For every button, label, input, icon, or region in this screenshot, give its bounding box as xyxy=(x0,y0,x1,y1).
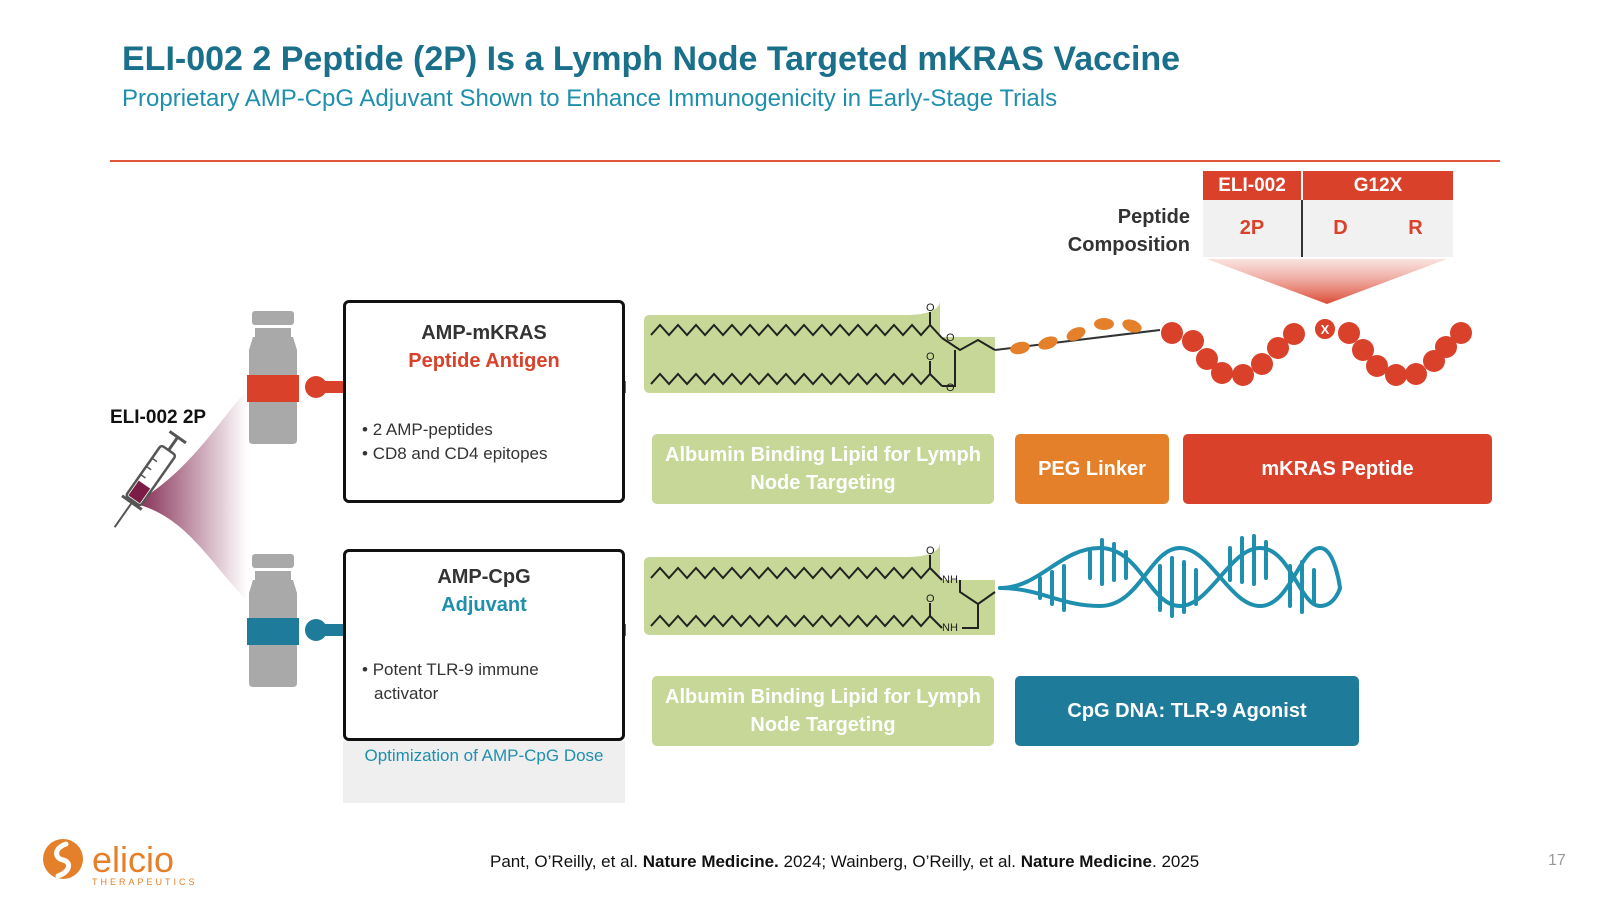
elicio-logo-text: elicio xyxy=(92,839,175,880)
mutation-site-marker xyxy=(1313,317,1337,341)
adjuvant-box: AMP-CpG Adjuvant • Potent TLR-9 immune a… xyxy=(343,549,625,741)
antigen-box-subtitle: Peptide Antigen xyxy=(408,350,560,372)
injection-spray xyxy=(140,390,247,600)
antigen-box: AMP-mKRAS Peptide Antigen • 2 AMP-peptid… xyxy=(343,300,625,503)
citation-journal2: Nature Medicine xyxy=(1020,852,1152,871)
composition-value-r: R xyxy=(1378,200,1453,257)
composition-body-divider xyxy=(1301,200,1303,257)
chem-o-top1: O xyxy=(926,302,935,314)
adjuvant-dose-note: Optimization of AMP-CpG Dose xyxy=(343,741,625,803)
citation: Pant, O’Reilly, et al. Nature Medicine. … xyxy=(490,852,1199,872)
cpg-dna-label: CpG DNA: TLR-9 Agonist xyxy=(1015,676,1359,746)
adjuvant-bullet-1-line1: • Potent TLR-9 immune xyxy=(362,660,539,679)
chem-o-bottom2: O xyxy=(946,382,955,394)
slide-title: ELI-002 2 Peptide (2P) Is a Lymph Node T… xyxy=(122,40,1181,78)
adjuvant-vial-icon xyxy=(247,554,299,687)
adjuvant-box-subtitle: Adjuvant xyxy=(441,594,527,616)
composition-label-line1: Peptide xyxy=(1117,206,1190,228)
peg-linker-label: PEG Linker xyxy=(1015,434,1169,504)
peg-linker-chain xyxy=(994,318,1161,355)
antigen-vial-icon xyxy=(247,311,299,444)
citation-part3: . 2025 xyxy=(1152,852,1200,871)
composition-header-eli002: ELI-002 xyxy=(1203,171,1301,200)
header-divider xyxy=(110,160,1500,162)
cpg-dna-helix xyxy=(998,534,1342,618)
citation-part2: 2024; Wainberg, O’Reilly, et al. xyxy=(778,852,1021,871)
lipid-label-top-line2: Node Targeting xyxy=(750,472,896,494)
adjuvant-box-bullets: • Potent TLR-9 immune activator xyxy=(362,658,539,706)
mutation-site-x: X xyxy=(1321,322,1330,337)
chem-o-top2: O xyxy=(946,332,955,344)
elicio-logo-icon xyxy=(43,839,83,879)
lipid-label-bottom-line1: Albumin Binding Lipid for Lymph xyxy=(665,686,981,708)
composition-value-d: D xyxy=(1303,200,1378,257)
chem-o-cpg-top: O xyxy=(926,545,935,557)
chem-nh-cpg-bottom: NH xyxy=(942,622,958,634)
amp-mkras-lipid-tails xyxy=(644,300,996,393)
lipid-label-bottom: Albumin Binding Lipid for Lymph Node Tar… xyxy=(652,676,994,746)
chem-o-cpg-bottom: O xyxy=(926,593,935,605)
antigen-bullet-1: • 2 AMP-peptides xyxy=(362,420,493,439)
product-label: ELI-002 2P xyxy=(110,407,207,428)
elicio-logo-tagline: THERAPEUTICS xyxy=(92,877,198,887)
mkras-peptide-label: mKRAS Peptide xyxy=(1183,434,1492,504)
adjuvant-box-title: AMP-CpG xyxy=(437,566,531,588)
syringe-icon xyxy=(113,430,187,528)
antigen-bullet-2: • CD8 and CD4 epitopes xyxy=(362,444,548,463)
mkras-peptide-chain xyxy=(1161,322,1472,386)
adjuvant-bullet-1-line2: activator xyxy=(374,684,439,703)
antigen-box-title: AMP-mKRAS xyxy=(421,322,547,344)
peptide-composition-label: Peptide Composition xyxy=(1030,203,1190,259)
citation-part1: Pant, O’Reilly, et al. xyxy=(490,852,643,871)
lipid-label-top-line1: Albumin Binding Lipid for Lymph xyxy=(665,444,981,466)
page-number: 17 xyxy=(1548,852,1566,869)
composition-funnel xyxy=(1207,259,1447,304)
composition-value-2p: 2P xyxy=(1203,200,1301,257)
antigen-box-bullets: • 2 AMP-peptides • CD8 and CD4 epitopes xyxy=(362,418,548,466)
composition-header-g12x: G12X xyxy=(1303,171,1453,200)
lipid-label-top: Albumin Binding Lipid for Lymph Node Tar… xyxy=(652,434,994,504)
composition-label-line2: Composition xyxy=(1067,234,1190,256)
peptide-composition-table: ELI-002 G12X 2P D R xyxy=(1203,171,1453,257)
chem-nh-cpg-top: NH xyxy=(942,574,958,586)
citation-journal1: Nature Medicine. xyxy=(642,852,779,871)
amp-cpg-lipid-tails xyxy=(644,542,996,635)
lipid-label-bottom-line2: Node Targeting xyxy=(750,714,896,736)
slide-subtitle: Proprietary AMP-CpG Adjuvant Shown to En… xyxy=(122,85,1058,112)
chem-o-bottom1: O xyxy=(926,351,935,363)
